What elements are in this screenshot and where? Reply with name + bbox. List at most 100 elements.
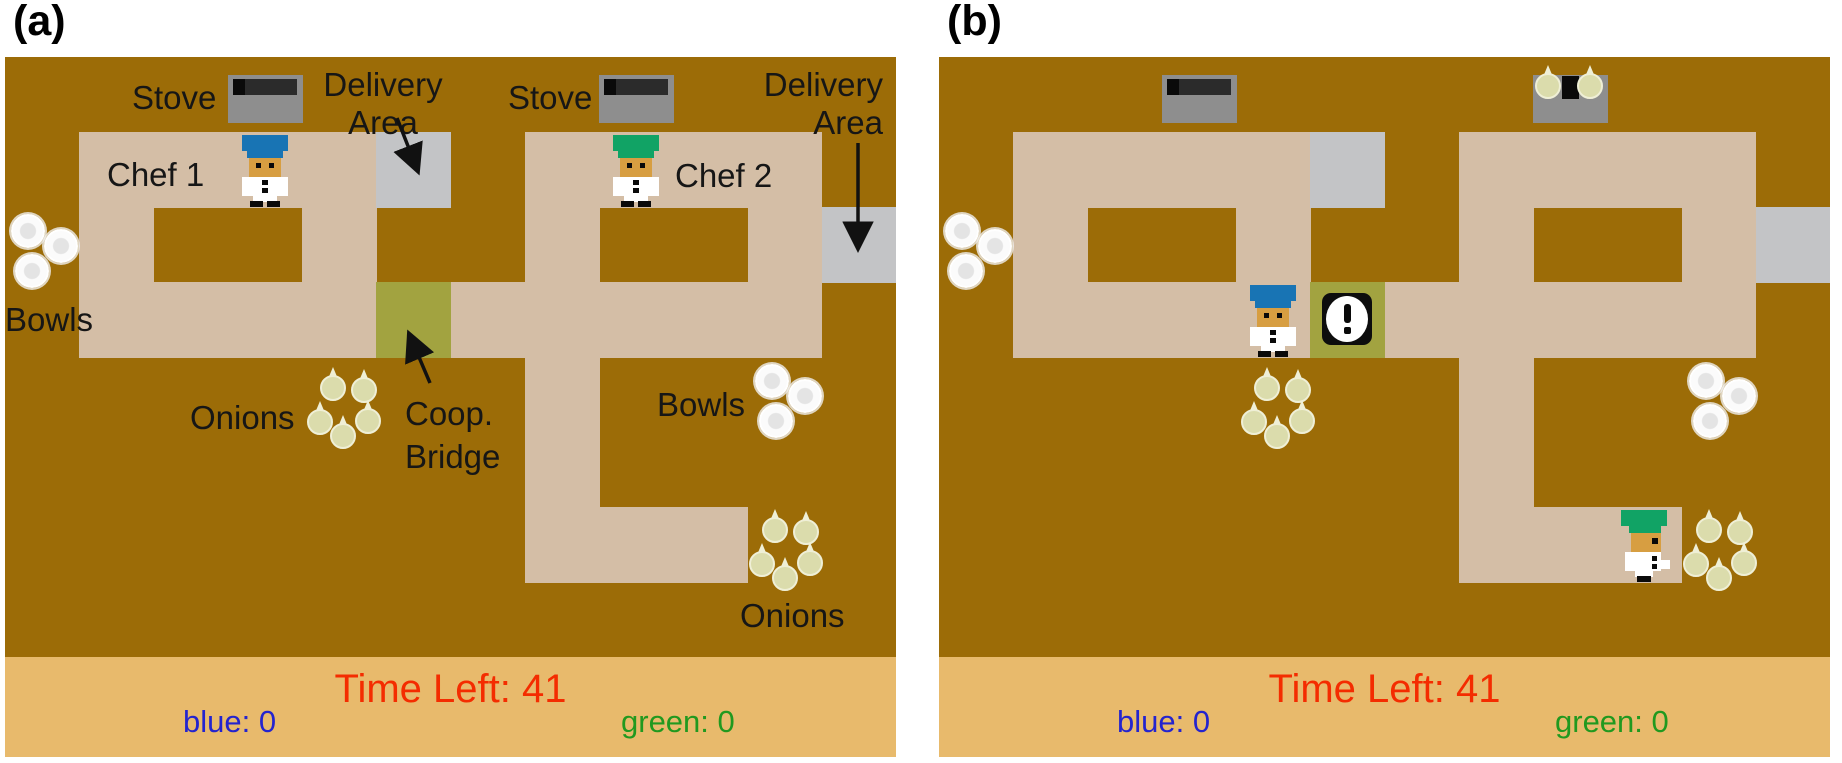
clock-exclamation-bar [1344, 304, 1352, 323]
stove-burner-bar [1166, 79, 1231, 95]
floor-tile [1161, 282, 1237, 358]
onion-stem [1735, 511, 1745, 523]
floor-tile [79, 207, 155, 283]
panel-label-a: (a) [13, 0, 66, 45]
onion-icon [1727, 511, 1753, 545]
floor-tile [1236, 132, 1311, 208]
status-bar [5, 657, 896, 757]
stove [599, 75, 674, 123]
floor-tile [1681, 282, 1757, 358]
onion-stem [805, 542, 815, 554]
floor-tile [1607, 282, 1683, 358]
game-field[interactable] [939, 57, 1830, 657]
floor-tile [524, 357, 600, 433]
chef-hat-icon [618, 151, 654, 158]
chef-face [620, 158, 652, 177]
bowl-icon [15, 254, 49, 288]
map-annotation: Onions [190, 399, 295, 436]
chef-legs [1635, 571, 1654, 577]
onion-icon [1264, 415, 1290, 449]
onion-stem [315, 401, 325, 413]
floor-tile [227, 282, 303, 358]
chef-eye [627, 163, 632, 168]
onion-icon [1254, 367, 1280, 401]
map-annotation: Bowls [657, 386, 746, 423]
chef-hand [1659, 560, 1671, 569]
bowl-icon [1722, 379, 1756, 413]
chef-foot [638, 201, 651, 207]
floor-tile [1458, 207, 1534, 283]
stove-pot-icon [232, 79, 245, 95]
bowl-icon [788, 379, 822, 413]
chef-foot [1275, 351, 1288, 357]
blue-score-text: blue: 0 [1117, 704, 1211, 739]
onion-stem [1293, 369, 1303, 381]
onion-icon [355, 400, 381, 434]
chef-hat-icon [246, 151, 283, 158]
onion-icon [1241, 401, 1267, 435]
bowls-cluster [751, 360, 823, 438]
onion-bulb [1683, 551, 1709, 577]
floor-tile [524, 207, 600, 283]
onion-bulb [1264, 423, 1290, 449]
floor-tile [1458, 282, 1534, 358]
floor-tile [302, 132, 377, 208]
onion-stem [338, 415, 348, 427]
bowl-icon [1693, 404, 1727, 438]
onion-stem [1262, 367, 1272, 379]
bowl-icon [44, 229, 78, 263]
onion-bulb [772, 565, 798, 591]
chef-button [1652, 564, 1658, 569]
chef-foot [266, 201, 280, 207]
onion-stem [1297, 400, 1307, 412]
chef-hat-icon [1629, 526, 1662, 533]
chef-eye [640, 163, 645, 168]
floor-tile [673, 132, 749, 208]
blue-score-text: blue: 0 [183, 704, 277, 739]
floor-tile [673, 282, 749, 358]
chef-body [613, 177, 659, 196]
floor-tile [1607, 132, 1683, 208]
chef-hat-icon [1250, 285, 1296, 301]
floor-tile [747, 132, 823, 208]
chef-legs [624, 196, 648, 202]
time-left-text: Time Left: 41 [334, 667, 567, 711]
onions-cluster [306, 365, 382, 449]
floor-tile [599, 507, 674, 583]
chef-hat-icon [1621, 510, 1668, 526]
onion-stem [1249, 401, 1259, 413]
stove-burner-bar [232, 79, 297, 95]
time-left-text: Time Left: 41 [1268, 667, 1501, 711]
onion-icon [1289, 400, 1315, 434]
floor-tile [1681, 132, 1757, 208]
onion-icon [1731, 542, 1757, 576]
green-score-text: green: 0 [1555, 704, 1669, 739]
chef-body [1250, 327, 1296, 346]
chef-button [1270, 330, 1276, 335]
bowls-cluster [941, 210, 1013, 288]
onion-stem [757, 543, 767, 555]
bowl-icon [759, 404, 793, 438]
floor-tile [524, 507, 600, 583]
chef-button [261, 188, 268, 193]
bowl-icon [11, 214, 45, 248]
onion-stem [359, 369, 369, 381]
stove-pot-icon [1562, 76, 1579, 99]
onion-stem [1585, 65, 1595, 77]
onion-stem [363, 400, 373, 412]
bowl-icon [945, 214, 979, 248]
floor-tile [747, 282, 823, 358]
stove-burner-bar [604, 79, 668, 95]
floor-tile [1013, 207, 1089, 283]
bowl-icon [1689, 364, 1723, 398]
onion-stem [1704, 509, 1714, 521]
chef-face [248, 158, 281, 177]
bowl-icon [978, 229, 1012, 263]
onion-icon [1577, 65, 1603, 99]
status-bar [939, 657, 1830, 757]
chef-legs [252, 196, 277, 202]
onion-bulb [1254, 375, 1280, 401]
onion-bulb [1535, 73, 1561, 99]
onion-bulb [320, 375, 346, 401]
